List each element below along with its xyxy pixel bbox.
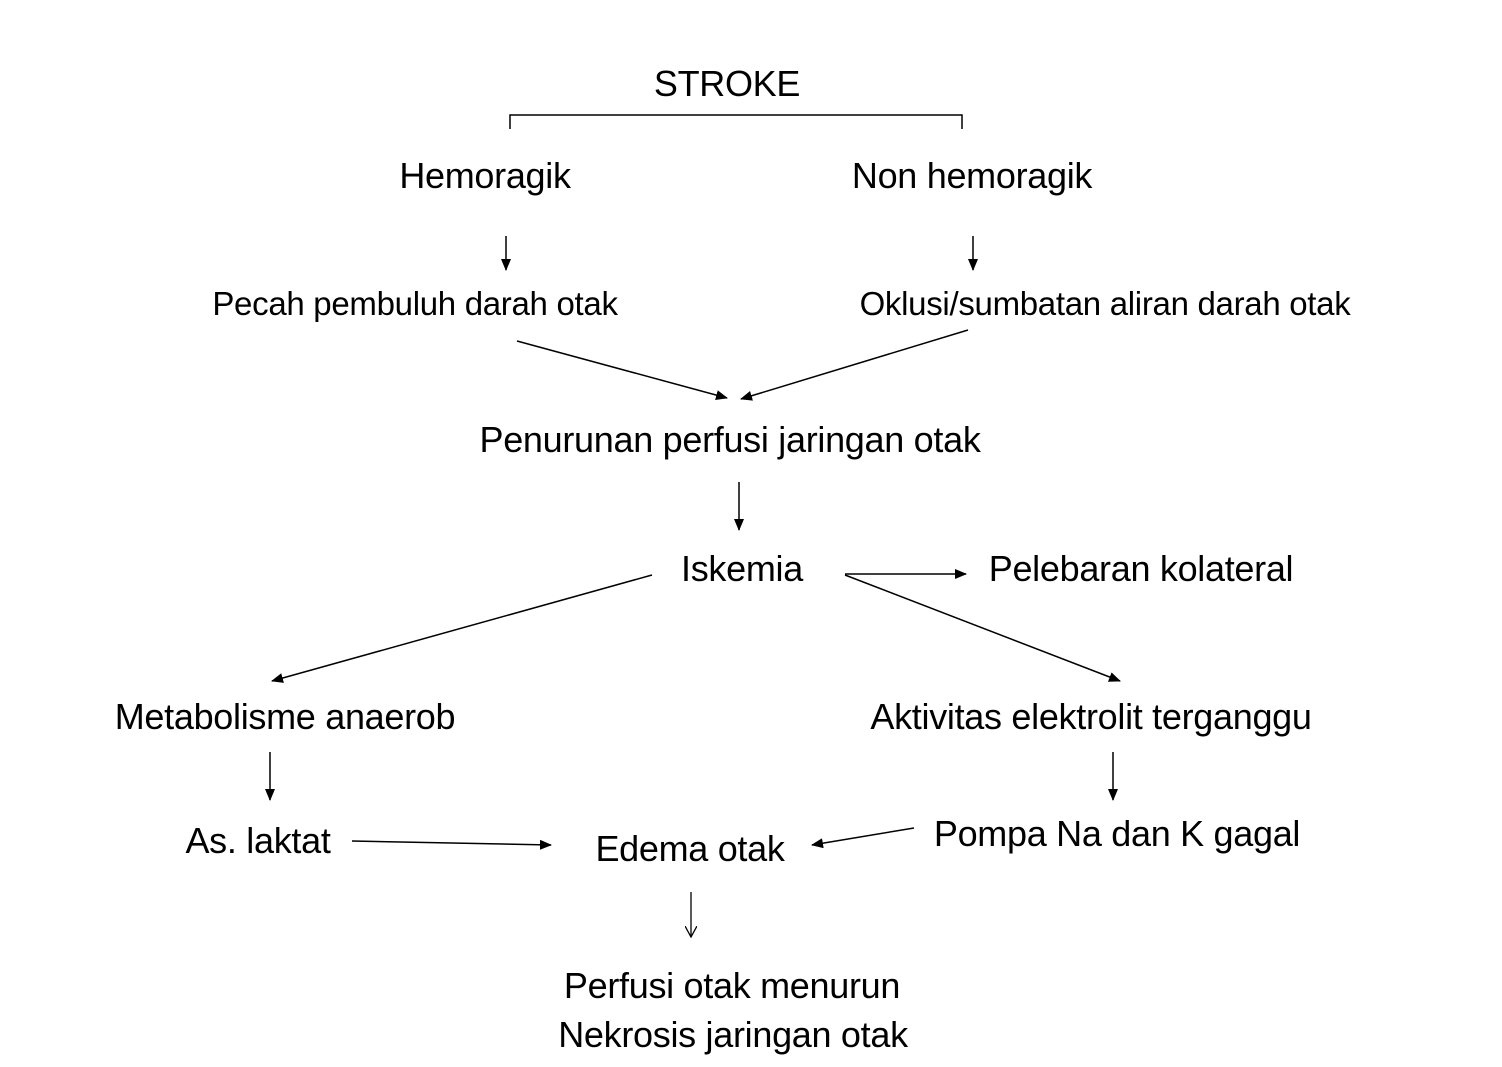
- node-hemoragik: Hemoragik: [399, 155, 571, 196]
- arrow-iskemia-to-metabolisme: [271, 574, 653, 683]
- node-oklusi: Oklusi/sumbatan aliran darah otak: [859, 285, 1351, 322]
- node-non-hemoragik: Non hemoragik: [851, 155, 1093, 196]
- node-as-laktat: As. laktat: [185, 820, 331, 861]
- arrow-pompa-to-edema: [811, 827, 915, 849]
- stroke-split-bracket: [509, 114, 963, 129]
- node-nekrosis: Nekrosis jaringan otak: [558, 1014, 908, 1055]
- arrow-iskemia-to-aktivitas: [844, 574, 1121, 682]
- node-aktivitas-elektrolit: Aktivitas elektrolit terganggu: [870, 696, 1312, 737]
- node-pelebaran-kolateral: Pelebaran kolateral: [988, 548, 1294, 589]
- arrow-pecah-to-penurunan: [516, 340, 728, 400]
- node-perfusi-otak-menurun: Perfusi otak menurun: [563, 965, 901, 1006]
- node-pompa-na-k: Pompa Na dan K gagal: [933, 813, 1301, 854]
- node-metabolisme-anaerob: Metabolisme anaerob: [114, 696, 456, 737]
- arrow-oklusi-to-penurunan: [740, 329, 969, 401]
- node-edema-otak: Edema otak: [595, 828, 785, 869]
- node-stroke: STROKE: [653, 63, 801, 104]
- node-penurunan-perfusi: Penurunan perfusi jaringan otak: [479, 419, 981, 460]
- arrow-laktat-to-edema: [351, 839, 552, 850]
- node-iskemia: Iskemia: [681, 548, 803, 589]
- node-pecah-pembuluh: Pecah pembuluh darah otak: [212, 285, 618, 322]
